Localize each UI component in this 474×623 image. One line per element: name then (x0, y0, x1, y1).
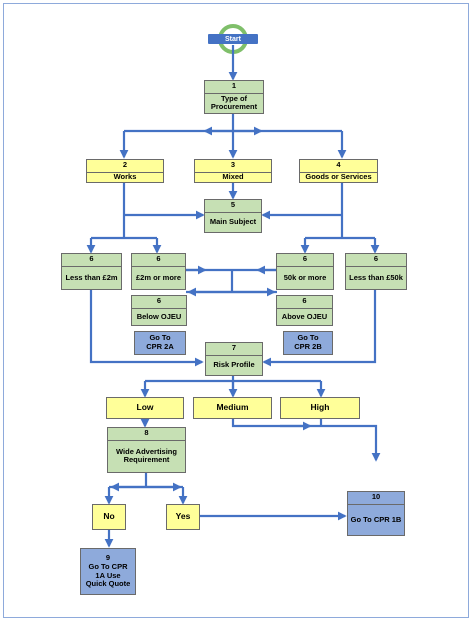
node-wide-advertising: 8 Wide Advertising Requirement (107, 427, 186, 473)
node-number: 10 (348, 492, 404, 505)
node-less-than-50k: 6 Less than £50k (345, 253, 407, 290)
node-label: No (103, 511, 115, 522)
node-go-to-cpr-1b: 10 Go To CPR 1B (347, 491, 405, 536)
node-number: 4 (300, 160, 377, 173)
node-number: 9 (105, 553, 111, 563)
node-label: Go To CPR 1A Use Quick Quote (85, 561, 131, 589)
node-label: Less than £50k (349, 272, 403, 282)
node-no: No (92, 504, 126, 530)
node-medium: Medium (193, 397, 272, 419)
node-label: Below OJEU (136, 311, 182, 321)
start-terminal: Start (208, 34, 258, 44)
connector-less2m-to-risk (89, 289, 204, 367)
node-label: Main Subject (209, 217, 257, 226)
node-type-of-procurement: 1 Type of Procurement (204, 80, 264, 114)
node-less-than-2m: 6 Less than £2m (61, 253, 122, 290)
node-works: 2 Works (86, 159, 164, 183)
node-2m-or-more: 6 £2m or more (131, 253, 186, 290)
node-number: 2 (87, 160, 163, 173)
node-label: £2m or more (135, 272, 182, 282)
node-number: 6 (132, 254, 185, 267)
node-number: 7 (206, 343, 262, 356)
node-number: 6 (277, 296, 332, 309)
node-goods-or-services: 4 Goods or Services (299, 159, 378, 183)
node-label: Type of Procurement (210, 93, 258, 112)
node-label: Low (136, 402, 154, 413)
node-label: Risk Profile (213, 360, 255, 369)
node-number: 6 (132, 296, 186, 309)
node-label: Above OJEU (281, 311, 328, 321)
diagram-frame (3, 3, 469, 618)
node-number: 8 (108, 428, 185, 441)
connector-ojeu-merge (185, 268, 276, 292)
node-number: 6 (346, 254, 406, 267)
node-mixed: 3 Mixed (194, 159, 272, 183)
node-go-to-cpr-2b: Go To CPR 2B (283, 331, 333, 355)
node-label: Go To CPR 2B (294, 333, 322, 351)
node-below-ojeu: 6 Below OJEU (131, 295, 187, 326)
node-50k-or-more: 6 50k or more (276, 253, 334, 290)
node-high: High (280, 397, 360, 419)
node-yes: Yes (166, 504, 200, 530)
node-above-ojeu: 6 Above OJEU (276, 295, 333, 326)
node-number: 5 (205, 200, 261, 213)
connector-medium-high-join (231, 418, 381, 462)
node-label: Goods or Services (305, 172, 372, 181)
node-label: 50k or more (283, 272, 327, 282)
node-main-subject: 5 Main Subject (204, 199, 262, 233)
node-label: Wide Advertising Requirement (116, 446, 177, 465)
node-label: Go To CPR 1B (350, 514, 402, 524)
node-go-to-cpr-2a: Go To CPR 2A (134, 331, 186, 355)
node-number: 3 (195, 160, 271, 173)
node-number: 1 (205, 81, 263, 94)
node-label: Mixed (222, 172, 244, 181)
node-label: Less than £2m (65, 272, 118, 282)
node-label: Medium (216, 402, 249, 413)
node-label: Works (113, 172, 137, 181)
node-number: 6 (277, 254, 333, 267)
connector-less50k-to-risk (262, 289, 377, 367)
node-risk-profile: 7 Risk Profile (205, 342, 263, 376)
node-label: Yes (175, 511, 191, 522)
node-label: High (310, 402, 330, 413)
node-label: Go To CPR 2A (146, 333, 174, 351)
node-low: Low (106, 397, 184, 419)
node-go-to-cpr-1a: 9 Go To CPR 1A Use Quick Quote (80, 548, 136, 595)
node-number: 6 (62, 254, 121, 267)
